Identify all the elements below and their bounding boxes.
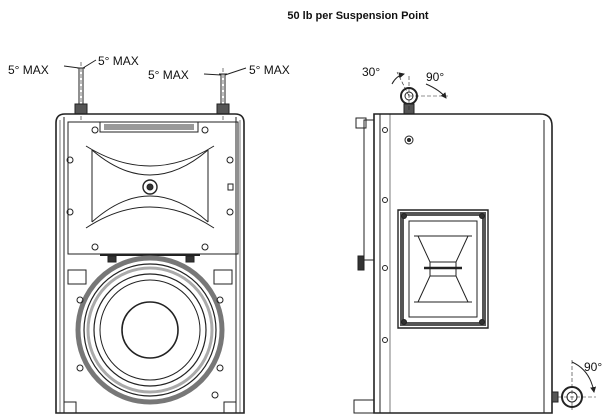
- front-horn-panel: [67, 122, 238, 262]
- side-cabinet: [354, 114, 552, 413]
- front-right-eyebolt-left-tolerance-label: 5° MAX: [148, 68, 189, 82]
- diagram-title: 50 lb per Suspension Point: [287, 10, 429, 22]
- front-left-eyebolt: [64, 60, 96, 120]
- front-cabinet: [56, 114, 244, 413]
- front-left-eyebolt-right-tolerance-label: 5° MAX: [98, 54, 139, 68]
- front-woofer: [77, 258, 223, 402]
- side-bottom-eyebolt-right-angle-label: 90°: [584, 360, 603, 374]
- side-view: [354, 72, 597, 413]
- side-top-eyebolt-tilt-angle-label: 30°: [362, 65, 381, 79]
- side-bottom-eyebolt: [552, 360, 597, 410]
- side-top-eyebolt: [392, 72, 448, 114]
- front-right-eyebolt: [204, 68, 246, 120]
- front-left-eyebolt-left-tolerance-label: 5° MAX: [8, 63, 49, 77]
- front-right-eyebolt-right-tolerance-label: 5° MAX: [249, 63, 290, 77]
- front-view: [56, 60, 246, 413]
- side-top-eyebolt-right-angle-label: 90°: [426, 70, 445, 84]
- side-horn: [398, 210, 488, 328]
